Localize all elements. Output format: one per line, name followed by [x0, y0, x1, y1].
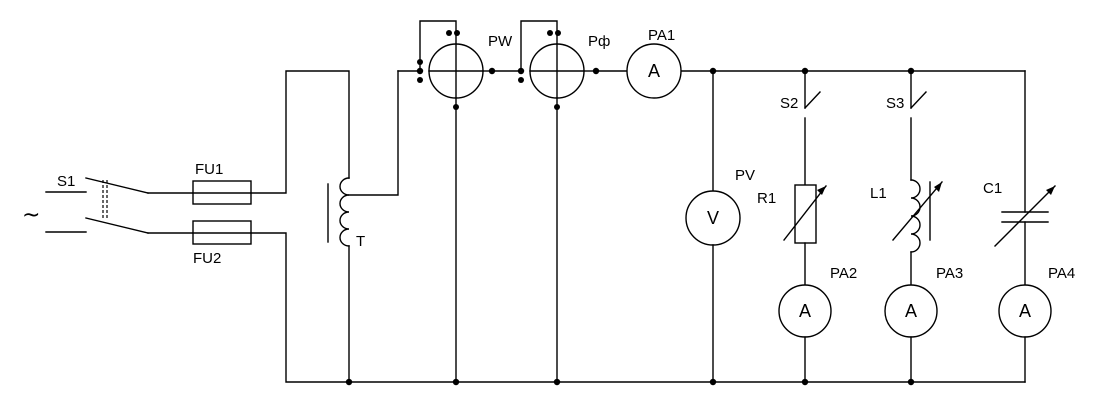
ammeter-pa2-label: PA2 [830, 265, 857, 282]
branch-capacitor [994, 70, 1056, 383]
fuse-fu1 [192, 180, 252, 205]
phase-meter [520, 20, 597, 383]
transformer-label: T [356, 233, 365, 250]
fuse-fu1-label: FU1 [195, 161, 223, 178]
junction-dots [345, 30, 915, 386]
ammeter-pa3-label: PA3 [936, 265, 963, 282]
ac-source-symbol: ~ [22, 203, 40, 228]
fuse-fu2-label: FU2 [193, 250, 221, 267]
voltmeter-pv [685, 70, 741, 383]
switch-s1 [45, 177, 149, 234]
voltmeter-symbol: V [707, 208, 719, 228]
voltmeter-label: PV [735, 167, 755, 184]
wattmeter-pw [419, 20, 493, 383]
branch-resistor [778, 70, 832, 383]
ammeter-pa1-symbol: A [648, 61, 660, 81]
inductor-l1-label: L1 [870, 185, 887, 202]
ammeter-pa1-label: PA1 [648, 27, 675, 44]
ammeter-pa4-label: PA4 [1048, 265, 1075, 282]
fuse-fu2 [192, 220, 252, 245]
resistor-r1-label: R1 [757, 190, 776, 207]
ammeter-pa2-symbol: A [799, 301, 811, 321]
transformer-t [327, 70, 399, 247]
ammeter-pa4-symbol: A [1019, 301, 1031, 321]
switch-s3-label: S3 [886, 95, 904, 112]
phase-meter-label: Pф [588, 33, 610, 50]
capacitor-c1-label: C1 [983, 180, 1002, 197]
switch-s2-label: S2 [780, 95, 798, 112]
wattmeter-label: PW [488, 33, 513, 50]
ammeter-pa1 [626, 43, 682, 99]
ammeter-pa3-symbol: A [905, 301, 917, 321]
branch-inductor [884, 70, 943, 383]
switch-s1-label: S1 [57, 173, 75, 190]
